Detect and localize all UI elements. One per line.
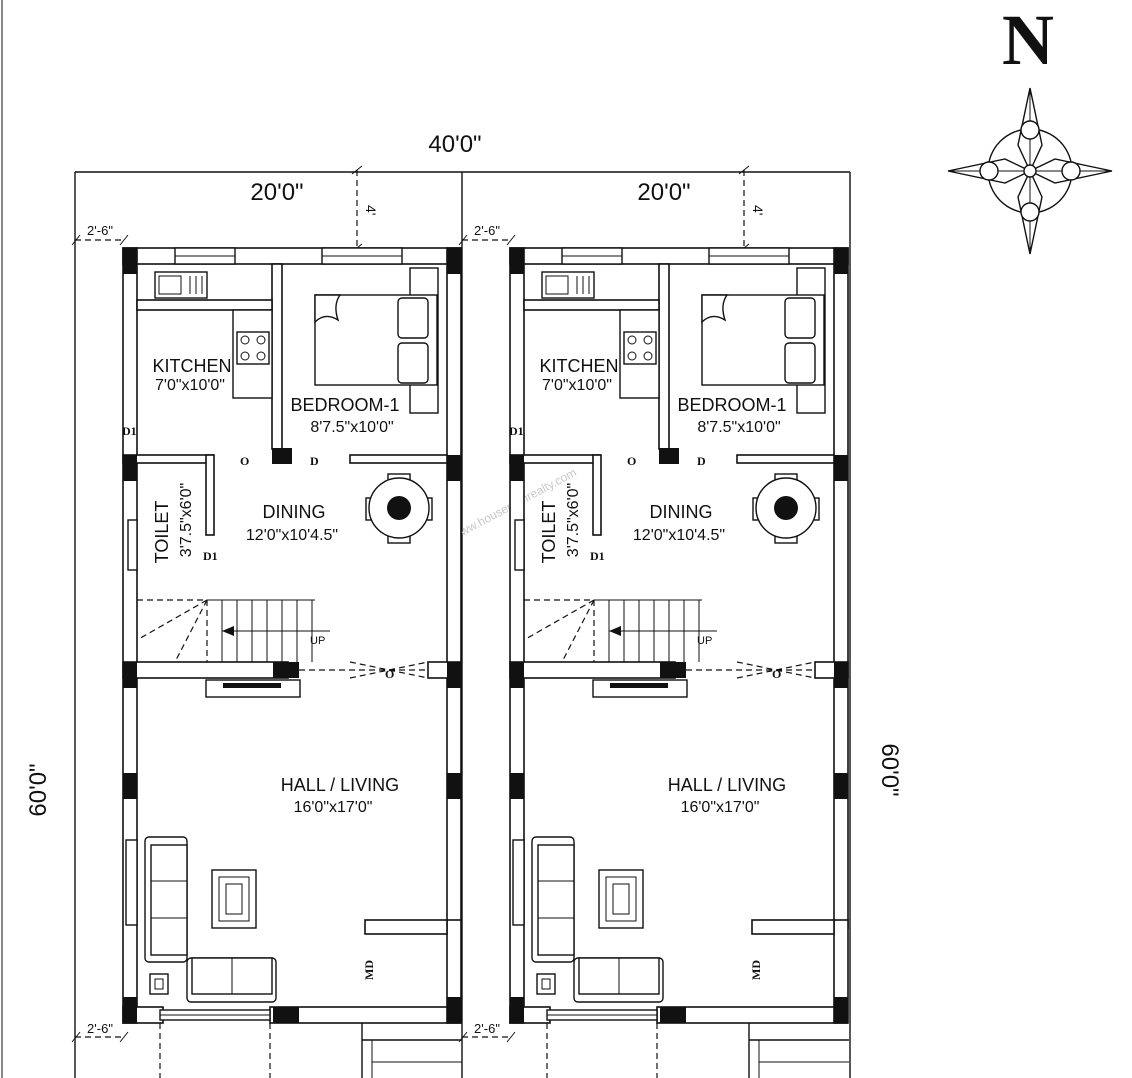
door-label-o-hall: O <box>385 667 394 681</box>
bedroom-size: 8'7.5"x10'0" <box>697 419 780 436</box>
unit-width-label: 20'0" <box>637 179 690 206</box>
door-label-d1-kitchen: D1 <box>122 424 137 438</box>
door-label-md: MD <box>362 960 376 980</box>
tv-unit-icon <box>592 679 688 698</box>
dining-name: DINING <box>263 502 326 522</box>
toilet-name: TOILET <box>152 501 172 564</box>
door-label-o-kitchen: O <box>627 454 636 468</box>
side-setback-label-bottom: 2'-6" <box>474 1021 500 1036</box>
side-setback-label-bottom: 2'-6" <box>87 1021 113 1036</box>
toilet-size: 3'7.5"x6'0" <box>565 483 582 557</box>
toilet-name: TOILET <box>539 501 559 564</box>
side-setback-label-top: 2'-6" <box>474 223 500 238</box>
front-setback-label: 4' <box>750 205 766 215</box>
coffee-table-icon <box>598 869 644 929</box>
front-setback-dimension: 4' <box>351 165 379 253</box>
stair-up-label: UP <box>697 635 712 647</box>
sofa-l-icon <box>144 836 188 963</box>
tv-unit-icon <box>205 679 301 698</box>
staircase: UP <box>136 599 330 663</box>
unit-left: 20'0" 4' 2'-6" 2'-6" <box>71 165 462 1078</box>
top-windows <box>561 247 790 265</box>
kitchen-size: 7'0"x10'0" <box>155 377 225 394</box>
main-door-opening <box>159 1009 271 1078</box>
side-setback-bottom: 2'-6" <box>458 1021 516 1043</box>
north-compass: N <box>947 0 1113 255</box>
bedroom-name: BEDROOM-1 <box>677 395 786 415</box>
hall-opening-arch <box>299 661 429 679</box>
structural-columns <box>510 248 848 1023</box>
bedroom-size: 8'7.5"x10'0" <box>310 419 393 436</box>
door-label-d-bedroom: D <box>697 454 706 468</box>
door-label-d1-toilet: D1 <box>590 549 605 563</box>
hall-opening-arch <box>686 661 816 679</box>
top-windows <box>174 247 403 265</box>
side-setback-label-top: 2'-6" <box>87 223 113 238</box>
compass-rose-icon <box>947 87 1113 255</box>
sofa-bottom-icon <box>573 957 664 1003</box>
door-label-d-bedroom: D <box>310 454 319 468</box>
side-table-icon <box>149 973 169 995</box>
door-label-md: MD <box>749 960 763 980</box>
door-label-o-kitchen: O <box>240 454 249 468</box>
stair-up-label: UP <box>310 635 325 647</box>
sink-icon <box>154 271 208 299</box>
stove-icon <box>236 331 270 365</box>
kitchen-fittings <box>154 271 273 399</box>
stove-icon <box>623 331 657 365</box>
bed-icon <box>701 267 826 414</box>
plot-boundary <box>74 171 851 1078</box>
hall-size: 16'0"x17'0" <box>294 799 373 816</box>
side-table-icon <box>536 973 556 995</box>
front-setback-dimension: 4' <box>738 165 766 253</box>
structural-columns <box>123 248 461 1023</box>
outer-walls <box>509 247 849 1024</box>
kitchen-name: KITCHEN <box>152 356 231 376</box>
hall-name: HALL / LIVING <box>281 775 399 795</box>
dining-table-icon <box>752 473 820 544</box>
kitchen-size: 7'0"x10'0" <box>542 377 612 394</box>
sofa-bottom-icon <box>186 957 277 1003</box>
bed-icon <box>314 267 439 414</box>
unit-right: 20'0" 4' 2'-6" 2'-6" <box>458 165 849 1078</box>
sofa-l-icon <box>531 836 575 963</box>
north-label: N <box>1002 0 1054 80</box>
dining-name: DINING <box>650 502 713 522</box>
kitchen-name: KITCHEN <box>539 356 618 376</box>
dining-size: 12'0"x10'4.5" <box>246 527 338 544</box>
sink-icon <box>541 271 595 299</box>
hall-name: HALL / LIVING <box>668 775 786 795</box>
unit-width-label: 20'0" <box>250 179 303 206</box>
entrance-steps <box>361 1023 462 1078</box>
front-setback-label: 4' <box>363 205 379 215</box>
side-setback-bottom: 2'-6" <box>71 1021 129 1043</box>
kitchen-fittings <box>541 271 660 399</box>
depth-label-left: 60'0" <box>25 763 52 816</box>
entrance-steps <box>748 1023 849 1078</box>
total-width-label: 40'0" <box>428 131 481 158</box>
side-setback-top: 2'-6" <box>71 223 129 246</box>
interior-walls <box>509 263 849 935</box>
door-label-d1-toilet: D1 <box>203 549 218 563</box>
dining-size: 12'0"x10'4.5" <box>633 527 725 544</box>
dining-table-icon <box>365 473 433 544</box>
staircase: UP <box>523 599 717 663</box>
main-door-opening <box>546 1009 658 1078</box>
door-label-d1-kitchen: D1 <box>509 424 524 438</box>
toilet-size: 3'7.5"x6'0" <box>178 483 195 557</box>
side-setback-top: 2'-6" <box>458 223 516 246</box>
depth-label-right: 60'0" <box>876 743 903 796</box>
hall-size: 16'0"x17'0" <box>681 799 760 816</box>
coffee-table-icon <box>211 869 257 929</box>
bedroom-name: BEDROOM-1 <box>290 395 399 415</box>
door-label-o-hall: O <box>772 667 781 681</box>
